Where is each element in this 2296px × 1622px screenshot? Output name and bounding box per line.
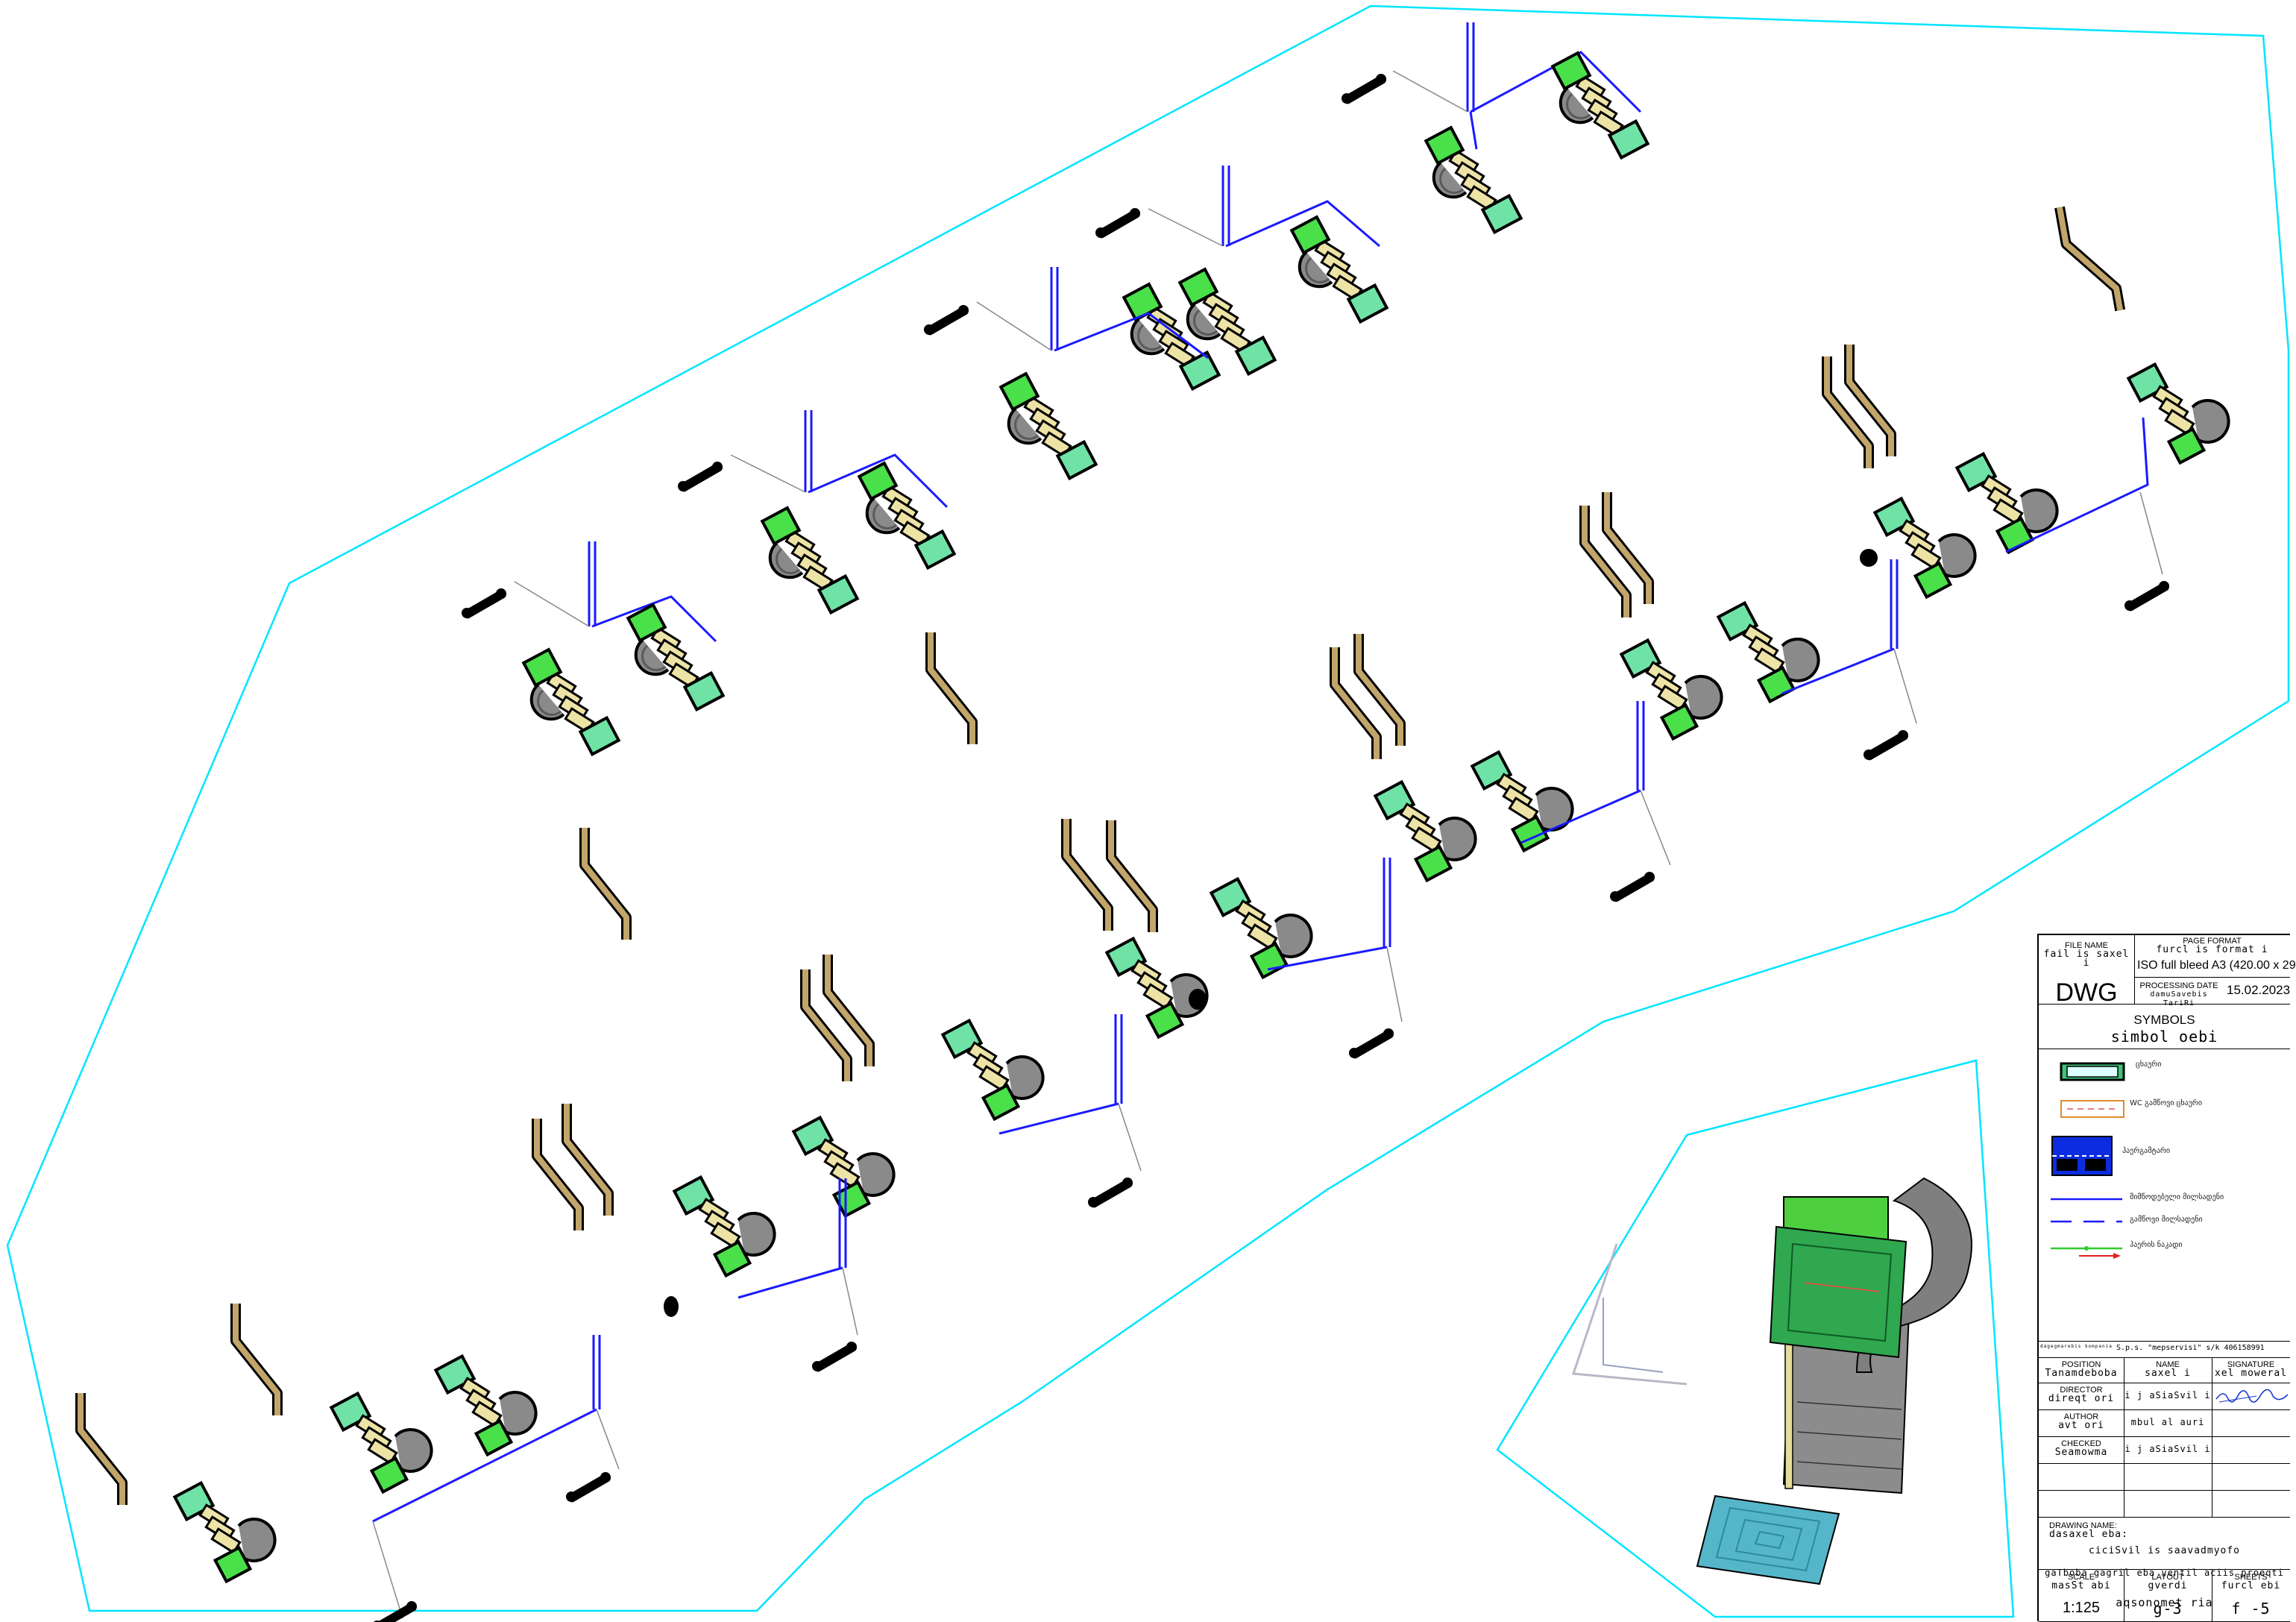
staff-row-empty-1	[2039, 1463, 2290, 1491]
processing-date: 15.02.2023	[2227, 983, 2291, 997]
drawing-line-3: aqsonomet ria	[2116, 1596, 2213, 1609]
sheets-value: f -5	[2231, 1600, 2271, 1618]
name-label: NAME	[2156, 1360, 2180, 1369]
staff-row-empty-2	[2039, 1490, 2290, 1518]
title-block: FILE NAME fail is saxel i DWG PAGE FORMA…	[2037, 934, 2296, 1622]
company-label: dagegmarebis kompania	[2040, 1344, 2113, 1349]
scale-label: SCALE	[2067, 1573, 2095, 1582]
layout-value: g-3	[2153, 1600, 2183, 1618]
file-name-label: FILE NAME	[2064, 941, 2109, 950]
symbols-title: SYMBOLS	[2133, 1013, 2195, 1027]
file-type: DWG	[2055, 978, 2118, 1007]
scale-label-ka: masSt abi	[2051, 1580, 2111, 1591]
staff-name: i j aSiaSvil i	[2124, 1390, 2211, 1401]
signature-label: SIGNATURE	[2227, 1360, 2275, 1369]
processing-date-label: PROCESSING DATE	[2139, 981, 2218, 990]
staff-role-ka: Seamowma	[2054, 1447, 2108, 1458]
legend-item-supply: მიმწოდებელი მილსადენი	[2039, 1184, 2290, 1214]
legend-item-grille: ცხაური	[2039, 1056, 2290, 1086]
scale-value: 1:125	[2062, 1600, 2101, 1616]
supply-duct-line-icon	[2051, 1198, 2122, 1201]
company-row: dagegmarebis kompania S.p.s. "mepservisi…	[2039, 1341, 2290, 1358]
file-info-row: FILE NAME fail is saxel i DWG PAGE FORMA…	[2039, 935, 2296, 1008]
airflow-arrow-icon	[2051, 1246, 2122, 1259]
legend-text: ჰაერგამტარი	[2122, 1147, 2171, 1155]
staff-row-checked: CHECKED Seamowma i j aSiaSvil i	[2039, 1436, 2290, 1464]
staff-role-ka: direqt ori	[2048, 1393, 2115, 1404]
staff-role: AUTHOR	[2063, 1412, 2099, 1421]
vent-grille-icon	[2060, 1062, 2125, 1081]
lower-row-units	[173, 362, 2230, 1622]
staff-role: DIRECTOR	[2060, 1386, 2103, 1395]
processing-date-label-ka: damuSavebis TariRi	[2150, 990, 2208, 1008]
legend-text: WC გამწოვი ცხაური	[2130, 1099, 2203, 1107]
staff-name: mbul al auri	[2130, 1417, 2205, 1427]
staff-role-ka: avt ori	[2058, 1420, 2104, 1431]
legend-text: მიმწოდებელი მილსადენი	[2130, 1193, 2224, 1201]
page-format-label: PAGE FORMAT	[2183, 937, 2242, 946]
legend-item-airflow: ჰაერის ნაკადი	[2039, 1236, 2290, 1266]
symbols-header: SYMBOLS simbol oebi	[2039, 1004, 2290, 1049]
inset-3d-hvac-unit	[1571, 1177, 1972, 1585]
symbols-legend: ცხაური WC გამწოვი ცხაური ჰაერგამტარი მიმ…	[2039, 1049, 2290, 1342]
legend-item-ahu: ჰაერგამტარი	[2039, 1131, 2290, 1176]
layout-label-ka: gverdi	[2148, 1580, 2188, 1591]
legend-item-exhaust: გამწოვი მილსადენი	[2039, 1207, 2290, 1236]
company-name: S.p.s. "mepservisi" s/k 406158991	[2116, 1344, 2265, 1352]
staff-row-author: AUTHOR avt ori mbul al auri	[2039, 1409, 2290, 1437]
legend-text: გამწოვი მილსადენი	[2130, 1216, 2203, 1224]
layout-label: LAYOUT	[2151, 1573, 2184, 1582]
position-label: POSITION	[2061, 1360, 2101, 1369]
page-format: ISO full bleed A3 (420.00 x 29	[2137, 959, 2296, 972]
air-handling-unit-icon	[2051, 1136, 2113, 1176]
staff-row-director: DIRECTOR direqt ori i j aSiaSvil i	[2039, 1383, 2290, 1410]
drawing-line-2: gaTboba gagril eba ventil aciis proeqti	[2045, 1568, 2284, 1578]
signature-label-ka: xel moweral	[2214, 1368, 2288, 1379]
director-signature	[2215, 1389, 2289, 1403]
scale-layout-sheets-row: SCALE masSt abi 1:125 LAYOUT gverdi g-3 …	[2039, 1569, 2290, 1622]
symbols-title-ka: simbol oebi	[2110, 1028, 2218, 1046]
staff-name: i j aSiaSvil i	[2124, 1444, 2211, 1454]
file-name-label-ka: fail is saxel i	[2043, 949, 2130, 969]
page-format-label-ka: furcl is format i	[2156, 944, 2268, 955]
exhaust-duct-line-icon	[2051, 1220, 2122, 1223]
legend-text: ცხაური	[2136, 1060, 2162, 1069]
position-label-ka: Tanamdeboba	[2045, 1368, 2118, 1379]
sheets-label: SHEETS	[2234, 1573, 2268, 1582]
site-boundary	[6, 4, 2290, 1612]
sheets-label-ka: furcl ebi	[2221, 1580, 2281, 1591]
staff-role: CHECKED	[2061, 1439, 2101, 1448]
drawing-line-1: ciciSvil is saavadmyofo	[2088, 1545, 2240, 1556]
drawing-name-label-ka: dasaxel eba:	[2049, 1529, 2128, 1540]
drawing-name-block: DRAWING NAME: dasaxel eba: ciciSvil is s…	[2039, 1517, 2290, 1622]
name-label-ka: saxel i	[2145, 1368, 2191, 1379]
drawing-name-label: DRAWING NAME:	[2049, 1521, 2117, 1530]
staff-header-row: POSITION Tanamdeboba NAME saxel i SIGNAT…	[2039, 1357, 2290, 1383]
upper-row-units	[462, 22, 1649, 756]
wc-exhaust-icon	[2060, 1100, 2124, 1118]
legend-item-wc: WC გამწოვი ცხაური	[2039, 1093, 2290, 1123]
legend-text: ჰაერის ნაკადი	[2130, 1241, 2183, 1249]
inset-boundary	[1496, 1059, 2015, 1618]
